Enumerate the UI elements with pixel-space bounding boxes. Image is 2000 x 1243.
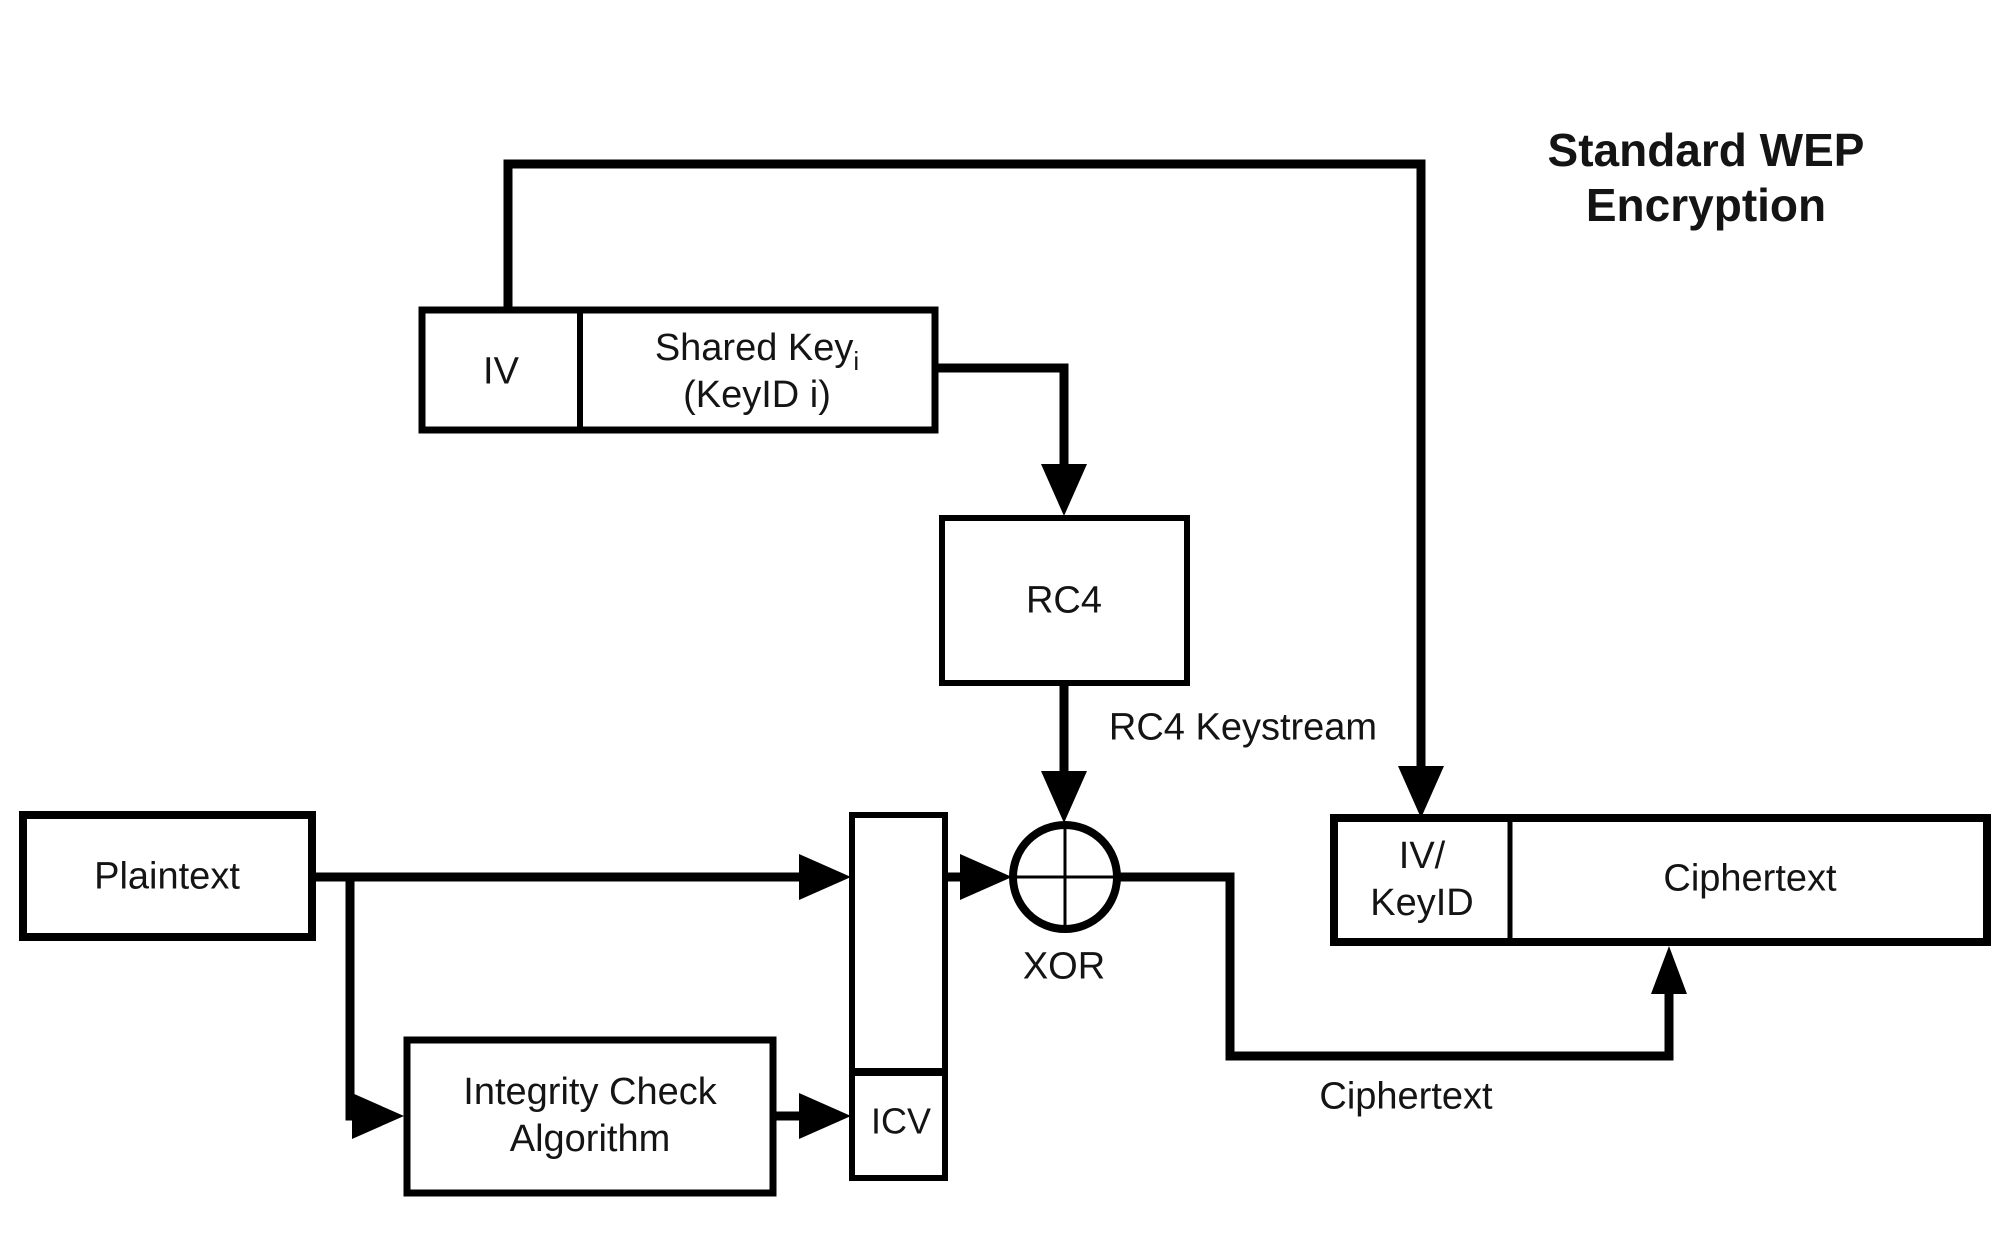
icv-box-label: ICV [870,1100,932,1142]
plaintext-box-label: Plaintext [94,855,240,898]
iv-keyid-ciphertext-box [1330,814,1991,946]
diagram-title-line1: Standard WEP [1547,124,1865,176]
rc4-box [939,515,1190,686]
arrowhead-into-ciphertext-bottom [1651,946,1687,994]
rc4-box-label: RC4 [1025,579,1103,622]
iv-box-label: IV [483,350,519,393]
iv-sharedkey-box [418,306,939,434]
plaintext-branch-line [345,877,366,1121]
integrity-check-box [403,1036,777,1197]
sharedkey-to-rc4-line [935,363,1069,476]
arrowhead-into-ivkeyid-top [1398,766,1444,818]
arrowhead-into-xor-top [1041,771,1087,823]
iv-feedback-line [503,159,1426,777]
arrowhead-into-integrity [352,1093,404,1139]
iv-keyid-line2: KeyID [1370,882,1474,924]
integrity-line1: Integrity Check [463,1071,717,1113]
shared-key-line1: Shared Keyi [654,325,859,374]
concat-column-box [849,812,948,1181]
shared-key-line2: (KeyID i) [683,374,831,416]
ciphertext-box-label: Ciphertext [1663,857,1837,900]
rc4-keystream-label: RC4 Keystream [1108,706,1378,749]
iv-keyid-line1: IV/ [1398,835,1446,877]
diagram-title-line2: Encryption [1585,179,1827,231]
shared-key-base: Shared Key [654,327,854,369]
xor-to-ciphertext-line [1120,872,1674,1061]
arrowhead-into-xor-left [960,854,1012,900]
xor-label: XOR [1022,945,1106,988]
plaintext-box [19,811,316,941]
shared-key-box-label: Shared Keyi (KeyID i) [655,325,859,419]
diagram-title: Standard WEP Encryption [1548,123,1865,233]
integrity-check-box-label: Integrity Check Algorithm [463,1069,716,1163]
integrity-line2: Algorithm [509,1118,671,1160]
arrowhead-into-concat-top [799,854,851,900]
shared-key-subscript: i [853,346,860,376]
arrowhead-into-icv [799,1093,851,1139]
ciphertext-path-label: Ciphertext [1319,1075,1493,1118]
arrowhead-into-rc4 [1041,464,1087,516]
iv-keyid-box-label: IV/ KeyID [1370,833,1473,927]
